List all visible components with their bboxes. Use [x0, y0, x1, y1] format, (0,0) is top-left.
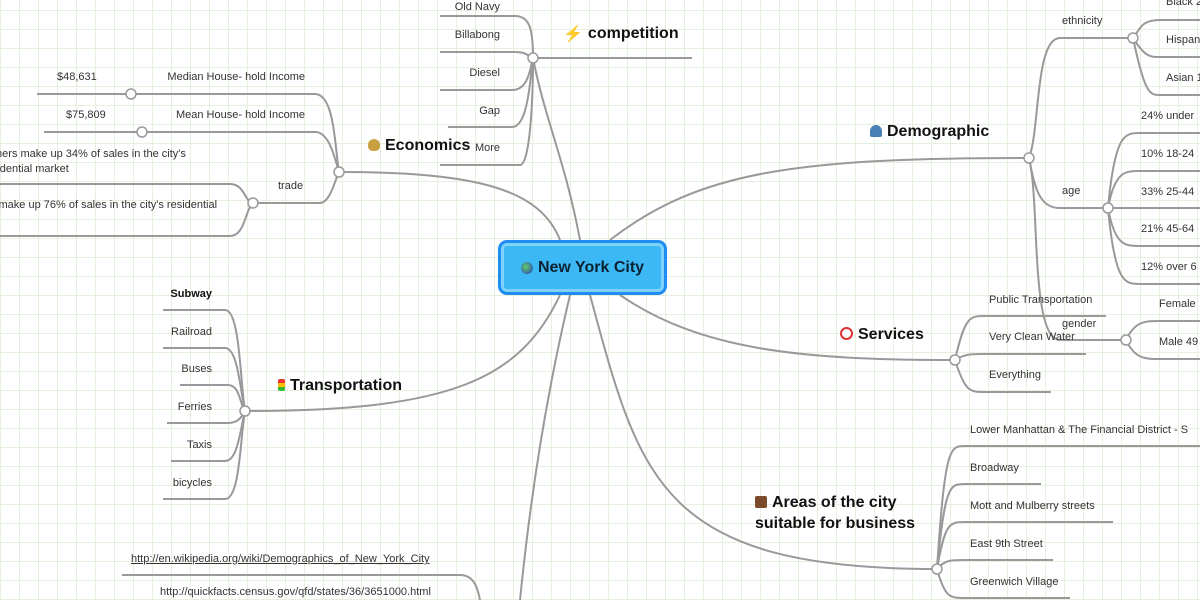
age-item[interactable]: 21% 45-64	[1141, 223, 1195, 235]
competition-item[interactable]: Gap	[479, 105, 500, 117]
gender-item[interactable]: Female	[1159, 298, 1196, 310]
trade-item[interactable]: owners make up 34% of sales in the city'…	[0, 148, 186, 175]
gender-item[interactable]: Male 49	[1159, 336, 1199, 348]
competition-item[interactable]: Old Navy	[454, 1, 500, 13]
area-item[interactable]: Greenwich Village	[970, 576, 1059, 588]
topic-label: Demographic	[887, 123, 990, 140]
lightning-icon: ⚡	[563, 26, 583, 43]
topic-areas[interactable]: Areas of the city suitable for business	[755, 492, 925, 534]
topic-competition[interactable]: ⚡competition	[563, 24, 679, 43]
age-label[interactable]: age	[1062, 185, 1081, 197]
competition-item[interactable]: More	[474, 142, 500, 154]
trade-item[interactable]: owners make up 76% of sales in the city'…	[0, 199, 218, 211]
median-income-value[interactable]: $48,631	[57, 71, 97, 83]
competition-item[interactable]: Billabong	[454, 29, 500, 41]
topic-label: competition	[587, 25, 679, 42]
topic-label: Services	[858, 326, 924, 343]
median-income-label[interactable]: Median House- hold Income	[167, 71, 305, 83]
transport-item[interactable]: Taxis	[186, 439, 212, 451]
transport-item[interactable]: Railroad	[171, 326, 212, 338]
transport-item[interactable]: bicycles	[172, 477, 212, 489]
transport-item[interactable]: Buses	[181, 363, 212, 375]
gender-label[interactable]: gender	[1062, 318, 1097, 330]
topic-label: Transportation	[290, 377, 403, 394]
trade-label[interactable]: trade	[278, 180, 304, 192]
link-census[interactable]: http://quickfacts.census.gov/qfd/states/…	[160, 586, 431, 598]
mean-income-label[interactable]: Mean House- hold Income	[175, 109, 305, 121]
traffic-light-icon	[278, 379, 285, 391]
central-topic-title: New York City	[537, 258, 645, 276]
area-item[interactable]: Lower Manhattan & The Financial District…	[970, 424, 1189, 436]
alarm-clock-icon	[840, 327, 853, 340]
area-item[interactable]: East 9th Street	[970, 538, 1043, 550]
globe-icon	[520, 261, 533, 274]
mean-income-value[interactable]: $75,809	[66, 109, 106, 121]
transport-item[interactable]: Subway	[170, 288, 212, 300]
ethnicity-item[interactable]: Hispan	[1166, 34, 1200, 46]
topic-label: Economics	[385, 137, 471, 154]
branch-nodes	[125, 32, 1139, 575]
service-item[interactable]: Public Transportation	[989, 294, 1093, 306]
age-item[interactable]: 24% under	[1141, 110, 1195, 122]
topic-label: Areas of the city suitable for business	[755, 494, 916, 532]
briefcase-icon	[755, 496, 767, 508]
transport-item[interactable]: Ferries	[177, 401, 212, 413]
age-item[interactable]: 33% 25-44	[1141, 186, 1195, 198]
ethnicity-item[interactable]: Asian 1	[1166, 72, 1200, 84]
money-bag-icon	[368, 139, 380, 151]
person-icon	[870, 125, 882, 137]
ethnicity-label[interactable]: ethnicity	[1062, 15, 1103, 27]
service-item[interactable]: Everything	[989, 369, 1041, 381]
topic-services[interactable]: Services	[840, 326, 924, 344]
ethnicity-item[interactable]: Black 2	[1166, 0, 1200, 8]
topic-demographic[interactable]: Demographic	[870, 123, 989, 141]
area-item[interactable]: Mott and Mulberry streets	[970, 500, 1095, 512]
central-topic[interactable]: New York City	[498, 240, 667, 295]
service-item[interactable]: Very Clean Water	[989, 331, 1075, 343]
link-wikipedia[interactable]: http://en.wikipedia.org/wiki/Demographic…	[131, 553, 430, 565]
topic-transportation[interactable]: Transportation	[278, 377, 402, 395]
competition-item[interactable]: Diesel	[469, 67, 500, 79]
age-item[interactable]: 10% 18-24	[1141, 148, 1195, 160]
age-item[interactable]: 12% over 6	[1141, 261, 1197, 273]
area-item[interactable]: Broadway	[970, 462, 1019, 474]
topic-economics[interactable]: Economics	[368, 137, 470, 155]
